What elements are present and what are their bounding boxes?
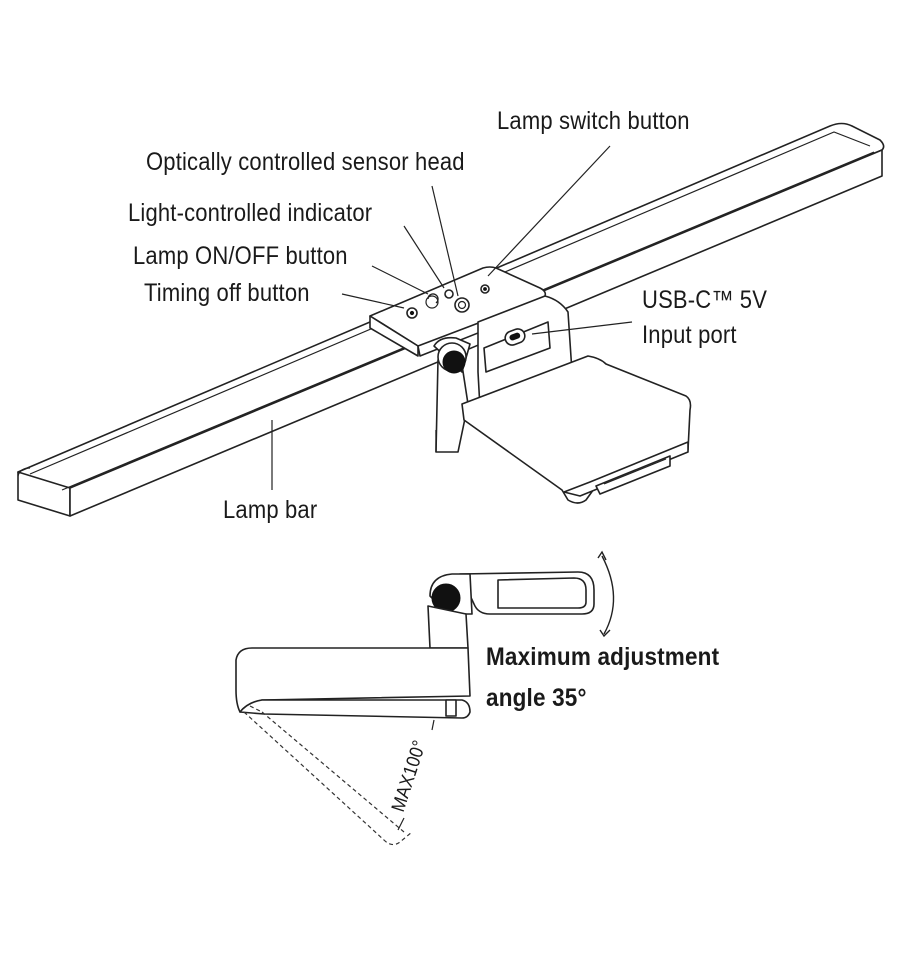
on-off-button[interactable] [425,293,439,309]
light-indicator [444,289,454,299]
lamp-switch-button[interactable] [480,284,490,294]
side-view [235,550,615,846]
label-lamp-bar: Lamp bar [223,496,318,524]
label-max-angle-line2: angle 35° [486,684,587,712]
label-usb-port-line2: Input port [642,321,737,349]
clamp-arm [433,336,692,504]
timing-off-button[interactable] [406,307,418,319]
label-on-off-button: Lamp ON/OFF button [133,242,348,270]
label-sensor-head: Optically controlled sensor head [146,148,465,176]
label-max-angle-line1: Maximum adjustment [486,643,720,671]
label-light-indicator: Light-controlled indicator [128,199,373,227]
sensor-head [454,297,470,313]
label-timing-off-button: Timing off button [144,279,310,307]
label-lamp-switch-button: Lamp switch button [497,107,690,135]
label-usb-port-line1: USB-C™ 5V [642,286,768,314]
usb-c-port [504,328,526,346]
leader-lines [271,145,633,490]
